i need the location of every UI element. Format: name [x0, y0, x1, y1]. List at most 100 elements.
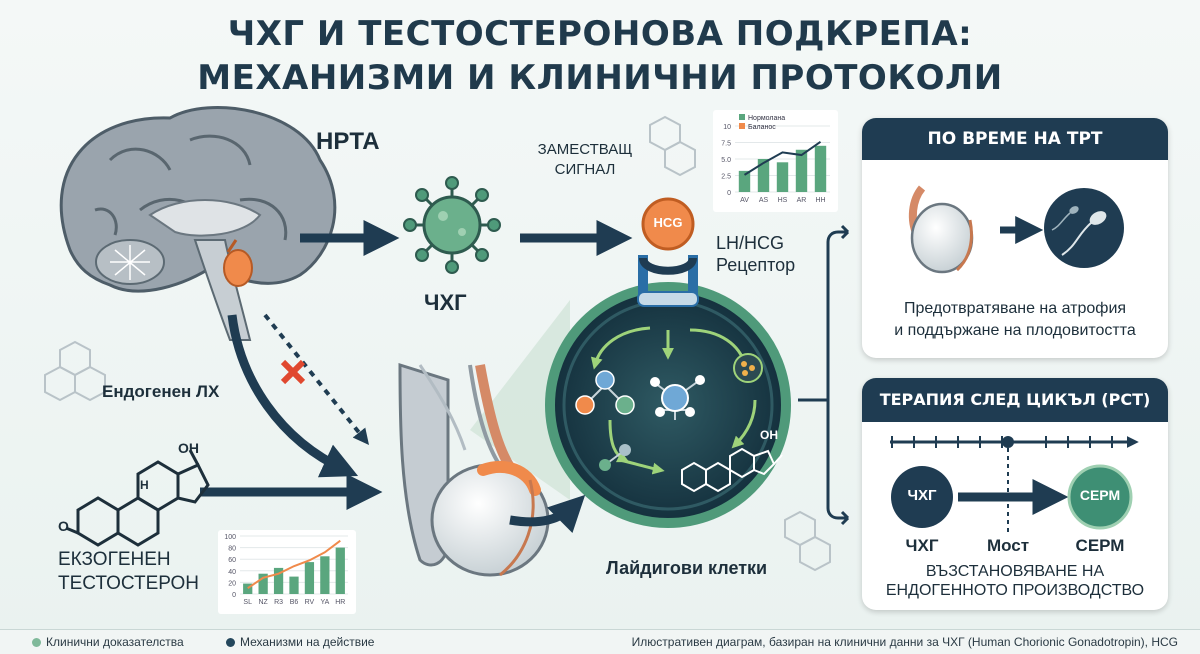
bar: [289, 576, 299, 594]
card-trt-header: ПО ВРЕМЕ НА ТРТ: [862, 118, 1168, 160]
x-tick-label: AR: [797, 197, 807, 204]
leydig-cell: [470, 282, 791, 528]
y-tick-label: 100: [224, 534, 236, 541]
x-tick-label: R3: [274, 599, 283, 606]
exogenous-line2: ТЕСТОСТЕРОН: [58, 573, 200, 594]
bar: [795, 149, 808, 192]
brain-icon: [59, 106, 337, 341]
arrow-endogenous-lh: [227, 314, 359, 478]
sperm-icon: [1044, 188, 1124, 268]
exogenous-testosterone-label: ЕКЗОГЕНЕН ТЕСТОСТЕРОН: [58, 548, 199, 596]
bar: [258, 573, 268, 594]
pct-hcg-circle: [891, 466, 953, 528]
exogenous-line1: ЕКЗОГЕНЕН: [58, 549, 171, 570]
x-tick-label: B6: [290, 599, 299, 606]
leydig-label: Лайдигови клетки: [606, 558, 768, 578]
card-pct-header: ТЕРАПИЯ СЛЕД ЦИКЪЛ (PCT): [862, 378, 1168, 422]
y-tick-label: 10: [723, 124, 731, 131]
pct-timeline: [890, 436, 1139, 532]
legend-clinical-label: Клинични доказателства: [46, 635, 184, 649]
restore-line1: ВЪЗСТАНОВЯВАНЕ НА: [925, 563, 1105, 580]
x-tick-label: HS: [778, 197, 788, 204]
pct-restore: ВЪЗСТАНОВЯВАНЕ НА ЕНДОГЕННОТО ПРОИЗВОДСТ…: [862, 562, 1168, 600]
bar: [320, 556, 330, 594]
title-line-2: МЕХАНИЗМИ И КЛИНИЧНИ ПРОТОКОЛИ: [197, 58, 1003, 98]
legend-swatch: [739, 114, 745, 120]
bar: [814, 145, 827, 192]
receptor-line1: LH/HCG: [716, 233, 785, 253]
testosterone-molecule: [65, 449, 210, 547]
pct-serm-circle: [1067, 464, 1133, 530]
substitute-signal-line1: ЗАМЕСТВАЩ: [537, 141, 633, 158]
y-tick-label: 40: [228, 569, 236, 576]
restore-line2: ЕНДОГЕННОТО ПРОИЗВОДСТВО: [885, 582, 1145, 599]
receptor-line2: Рецептор: [716, 255, 796, 275]
bar: [738, 170, 751, 192]
testis-anatomy-icon: [398, 362, 550, 577]
o-label: O: [58, 518, 69, 534]
pct-hcg-circle-label: ЧХГ: [907, 487, 937, 504]
y-tick-label: 20: [228, 580, 236, 587]
y-tick-label: 5.0: [721, 157, 731, 164]
y-tick-label: 80: [228, 546, 236, 553]
x-tick-label: NZ: [258, 599, 268, 606]
legend-clinical: Клинични доказателства: [32, 635, 184, 649]
lh-hcg-receptor-icon: [637, 197, 699, 307]
card-during-trt: ПО ВРЕМЕ НА ТРТ Предотвратяване на атроф…: [862, 118, 1168, 358]
y-tick-label: 7.5: [721, 141, 731, 148]
card-pct: ТЕРАПИЯ СЛЕД ЦИКЪЛ (PCT) ЧХГ СЕРМ ЧХГ Мо…: [862, 378, 1168, 610]
legend-clinical-dot: [32, 638, 41, 648]
legend-mechanisms: Механизми на действие: [226, 635, 374, 649]
x-tick-label: SL: [243, 599, 252, 606]
bar: [757, 159, 770, 192]
oh-left-label: OH: [178, 440, 199, 456]
arrow-feedback-dashed: [263, 313, 369, 445]
bracket-connector: [798, 224, 850, 526]
oh-cell-label: OH: [760, 428, 778, 442]
bar: [335, 547, 345, 594]
molecule-deco-top: [649, 115, 696, 177]
legend-swatch: [739, 123, 745, 129]
legend-label: Нормолана: [748, 115, 785, 122]
legend-mechanisms-label: Механизми на действие: [240, 635, 375, 649]
y-tick-label: 2.5: [721, 174, 731, 181]
x-tick-label: HH: [815, 197, 825, 204]
title-line-1: ЧХГ И ТЕСТОСТЕРОНОВА ПОДКРЕПА:: [227, 14, 973, 54]
endogenous-lh-label: Ендогенен ЛХ: [102, 382, 220, 401]
arrow-testis-to-cell: [509, 494, 586, 534]
x-tick-label: HR: [335, 599, 345, 606]
footer: Клинични доказателства Механизми на дейс…: [0, 629, 1200, 654]
y-tick-label: 60: [228, 557, 236, 564]
trt-description: Предотвратяване на атрофия и поддържане …: [862, 298, 1168, 342]
trt-line2: и поддържане на плодовитостта: [894, 322, 1136, 339]
testis-small-icon: [908, 185, 974, 274]
pct-bottom-bridge: Мост: [986, 536, 1030, 555]
bar: [776, 162, 789, 192]
trend-line: [743, 141, 822, 176]
hcg-ball-label: HCG: [653, 215, 683, 230]
trend-line: [247, 539, 341, 590]
bar: [273, 567, 284, 594]
h-label: H: [140, 478, 149, 492]
blocked-x-icon: [280, 359, 306, 385]
hcg-virus-icon: [403, 176, 501, 274]
x-tick-label: RV: [305, 599, 315, 606]
legend-mechanisms-dot: [226, 638, 235, 648]
receptor-label: LH/HCG Рецептор: [716, 232, 795, 276]
molecule-deco-left: [44, 340, 106, 402]
substitute-signal-label: ЗАМЕСТВАЩ СИГНАЛ: [530, 140, 640, 180]
molecule-deco-right: [784, 510, 831, 572]
pct-bottom-serm: СЕРМ: [1075, 536, 1125, 555]
pct-bottom-hcg: ЧХГ: [905, 536, 939, 555]
x-tick-label: YA: [320, 599, 329, 606]
x-tick-label: AS: [759, 197, 769, 204]
legend-label: Баланос: [748, 124, 776, 131]
pct-serm-circle-label: СЕРМ: [1079, 487, 1121, 503]
trt-line1: Предотвратяване на атрофия: [903, 300, 1127, 317]
y-tick-label: 0: [727, 190, 731, 197]
hpta-label: HPTA: [316, 128, 380, 155]
x-tick-label: AV: [740, 197, 749, 204]
